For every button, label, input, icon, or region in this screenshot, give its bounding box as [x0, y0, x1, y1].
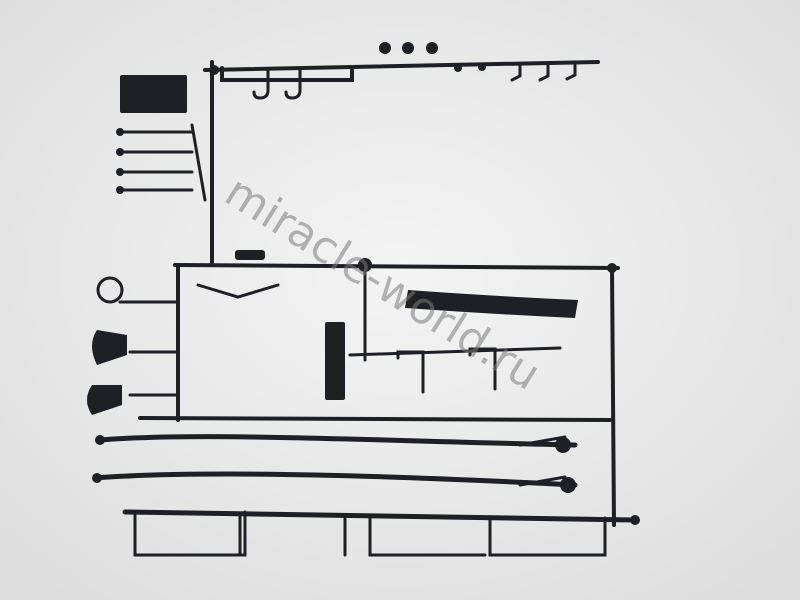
sprue-frame	[92, 60, 638, 557]
steering-wheel-part	[96, 276, 124, 304]
sprue-parts	[87, 42, 640, 525]
